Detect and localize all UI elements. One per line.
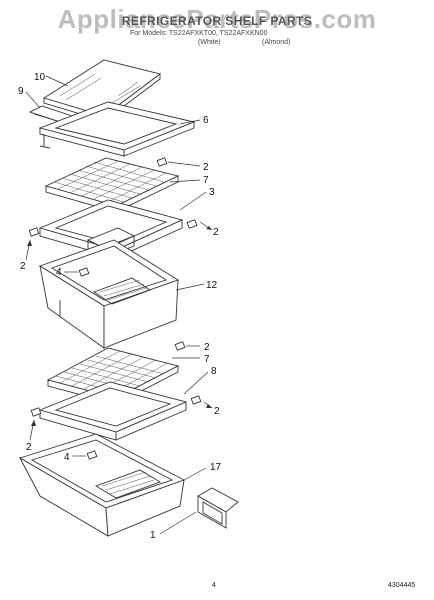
models-line: For Models: TS22AFXKT00, TS22AFXKN00 bbox=[130, 30, 268, 37]
part-1-label bbox=[197, 487, 239, 529]
part-6-shelf-frame bbox=[38, 101, 196, 157]
callout-6: 6 bbox=[203, 115, 209, 126]
callout-2c: 2 bbox=[20, 261, 26, 272]
diagram-heading: REFRIGERATOR SHELF PARTS bbox=[121, 14, 313, 28]
variant-almond: (Almond) bbox=[262, 39, 291, 46]
callout-2e: 2 bbox=[214, 406, 220, 417]
callout-3: 3 bbox=[209, 187, 215, 198]
callout-7b: 7 bbox=[204, 354, 210, 365]
callout-2f: 2 bbox=[26, 442, 32, 453]
callout-7a: 7 bbox=[203, 175, 209, 186]
callout-12: 12 bbox=[206, 280, 218, 291]
part-12-upper-crisper-drawer bbox=[38, 239, 180, 349]
callout-17: 17 bbox=[210, 462, 222, 473]
part-2-clip-2 bbox=[186, 219, 198, 229]
leader-lines bbox=[25, 75, 213, 535]
part-4-clip-2 bbox=[86, 450, 98, 460]
callout-4b: 4 bbox=[64, 452, 70, 463]
callout-8: 8 bbox=[211, 366, 217, 377]
variant-white: (White) bbox=[198, 39, 221, 46]
part-2-clip-4 bbox=[174, 341, 186, 351]
part-4-clip-1 bbox=[78, 267, 90, 277]
callout-2b: 2 bbox=[213, 227, 219, 238]
callout-4a: 4 bbox=[56, 267, 62, 278]
callout-2a: 2 bbox=[203, 162, 209, 173]
document-number: 4304445 bbox=[388, 582, 416, 589]
part-17-lower-crisper-drawer bbox=[18, 433, 186, 537]
callout-9: 9 bbox=[18, 86, 24, 97]
watermark: AppliancePartsPros.com bbox=[57, 4, 377, 34]
part-2-clip-3 bbox=[28, 227, 40, 237]
part-2-clip-1 bbox=[156, 157, 168, 167]
part-8-crisper-frame bbox=[38, 381, 188, 441]
callout-2d: 2 bbox=[204, 342, 210, 353]
part-2-clip-6 bbox=[30, 407, 42, 417]
callout-10: 10 bbox=[34, 72, 46, 83]
callout-1: 1 bbox=[150, 530, 156, 541]
page-number: 4 bbox=[212, 582, 216, 589]
part-2-clip-5 bbox=[190, 395, 202, 405]
